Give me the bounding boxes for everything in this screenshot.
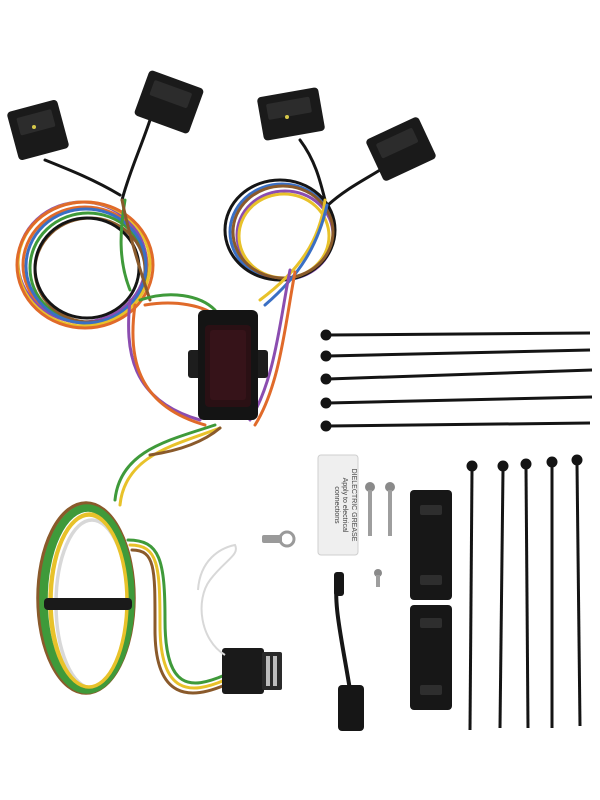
converter-module xyxy=(188,310,268,420)
grease-title: DIELECTRIC GREASE xyxy=(350,469,357,542)
mounting-brackets xyxy=(410,490,452,710)
ground-ring-terminal xyxy=(262,530,296,548)
dielectric-grease-packet: DIELECTRIC GREASE Apply to electrical co… xyxy=(317,454,359,556)
trailer-lead xyxy=(126,538,227,695)
grease-line-1: Apply to electrical xyxy=(341,478,348,533)
connector-dust-cap xyxy=(334,572,364,731)
tail-light-connector-left-b xyxy=(134,70,204,134)
mounting-screws xyxy=(365,482,395,587)
left-wire-coil xyxy=(15,200,155,330)
tail-light-connector-right-b xyxy=(366,117,436,181)
ground-wire xyxy=(197,543,237,656)
tail-light-connector-left-a xyxy=(7,100,69,160)
tail-light-connector-right-a xyxy=(257,87,325,141)
long-cable-ties xyxy=(320,329,593,432)
grease-line-2: connections xyxy=(333,486,340,524)
trailer-wire-coil xyxy=(36,501,136,695)
4-way-flat-connector xyxy=(222,648,282,694)
short-cable-ties xyxy=(466,454,583,731)
